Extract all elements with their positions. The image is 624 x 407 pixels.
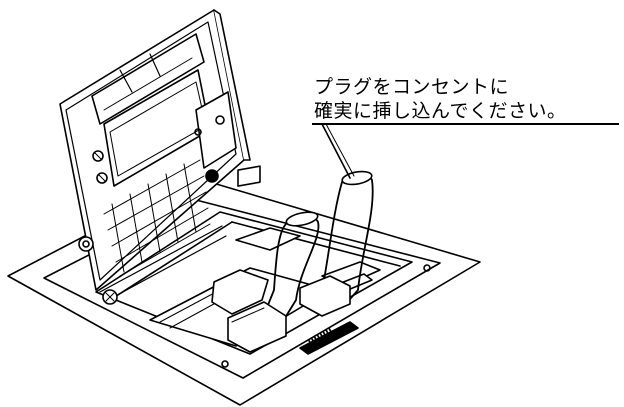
cable-left	[227, 211, 320, 353]
annotation-underline	[312, 123, 619, 125]
leader-line	[321, 123, 355, 179]
hinged-lid	[59, 9, 251, 291]
annotation-line-1: プラグをコンセントに	[314, 76, 510, 98]
annotation-line-2: 確実に挿し込んでください。	[314, 100, 567, 122]
cable-right	[299, 170, 374, 317]
